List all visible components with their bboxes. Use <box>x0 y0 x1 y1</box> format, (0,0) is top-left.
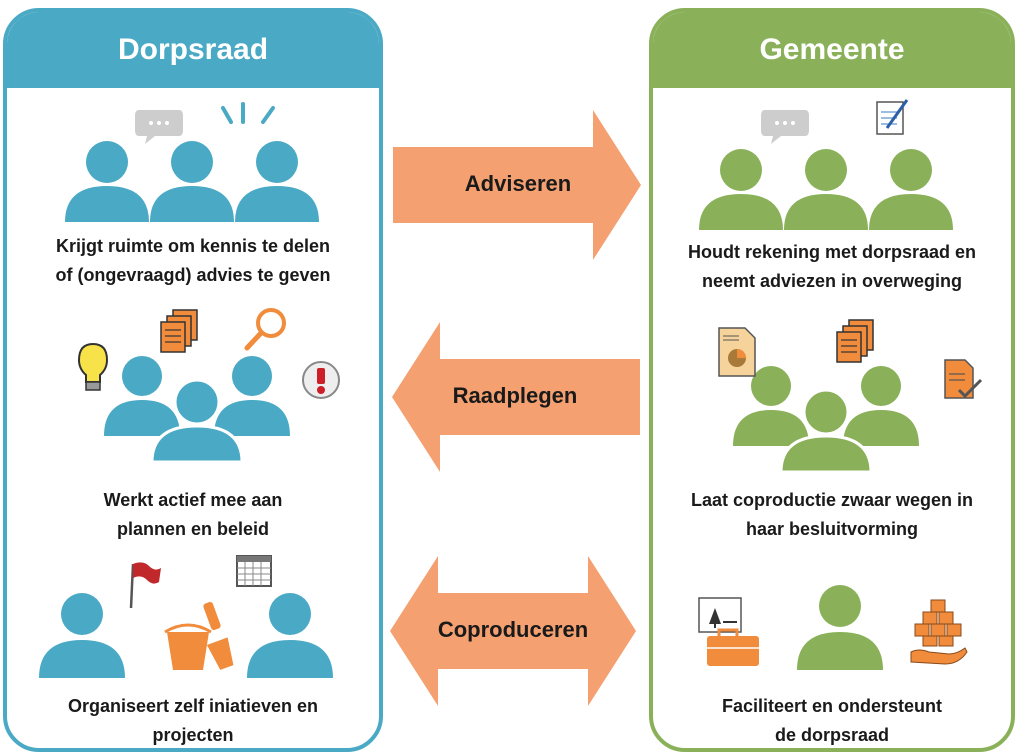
documents-icon <box>836 319 874 363</box>
gemeente-caption-1: Houdt rekening met dorpsraad en neemt ad… <box>687 242 977 291</box>
lightbulb-icon <box>77 342 109 391</box>
dorpsraad-panel: Dorpsraad Krijgt ruimte om kennis te del… <box>3 8 383 752</box>
exclamation-icon <box>302 361 340 399</box>
arrow-coproduceren: Coproduceren <box>388 556 638 706</box>
person-icon <box>797 585 883 670</box>
gemeente-panel: Gemeente Houdt rekening met dorpsraad en… <box>649 8 1015 752</box>
arrow-adviseren: Adviseren <box>393 110 643 260</box>
arrow-label-adviseren: Adviseren <box>464 171 572 196</box>
document-pen-icon <box>876 99 909 135</box>
person-left-icon <box>39 593 125 678</box>
gemeente-caption-3: Faciliteert en ondersteunt de dorpsraad <box>721 696 943 745</box>
person-right-icon <box>247 593 333 678</box>
megaphone-lines-icon <box>221 102 275 124</box>
people-group-icon <box>65 141 319 222</box>
calendar-icon <box>236 555 272 587</box>
arrow-raadplegen: Raadplegen <box>390 322 640 472</box>
briefcase-icon <box>698 597 759 666</box>
documents-icon <box>160 309 198 353</box>
checklist-icon <box>944 359 983 399</box>
blocks-hand-icon <box>910 599 968 665</box>
gemeente-caption-2: Laat coproductie zwaar wegen in haar bes… <box>690 490 974 539</box>
speech-bubble-icon <box>135 110 183 144</box>
arrow-label-raadplegen: Raadplegen <box>452 383 578 408</box>
arrow-label-coproduceren: Coproduceren <box>437 617 589 642</box>
arrow-right-shape <box>393 110 641 260</box>
dorpsraad-header: Dorpsraad <box>7 12 379 88</box>
arrow-double-shape <box>390 556 636 706</box>
sand-bucket-icon <box>164 601 234 670</box>
dorpsraad-caption-3: Organiseert zelf iniatieven en projecten <box>67 696 319 745</box>
gemeente-header: Gemeente <box>653 12 1011 88</box>
report-chart-icon <box>718 327 756 377</box>
magnifier-icon <box>244 308 286 351</box>
people-crowd-icon <box>733 366 919 474</box>
people-crowd-icon <box>104 356 290 464</box>
arrow-left-shape <box>392 322 640 472</box>
dorpsraad-caption-1: Krijgt ruimte om kennis te delen of (ong… <box>55 236 331 285</box>
speech-bubble-icon <box>761 110 809 144</box>
flag-icon <box>129 562 161 609</box>
dorpsraad-caption-2: Werkt actief mee aan plannen en beleid <box>103 490 283 539</box>
people-group-icon <box>699 149 953 230</box>
